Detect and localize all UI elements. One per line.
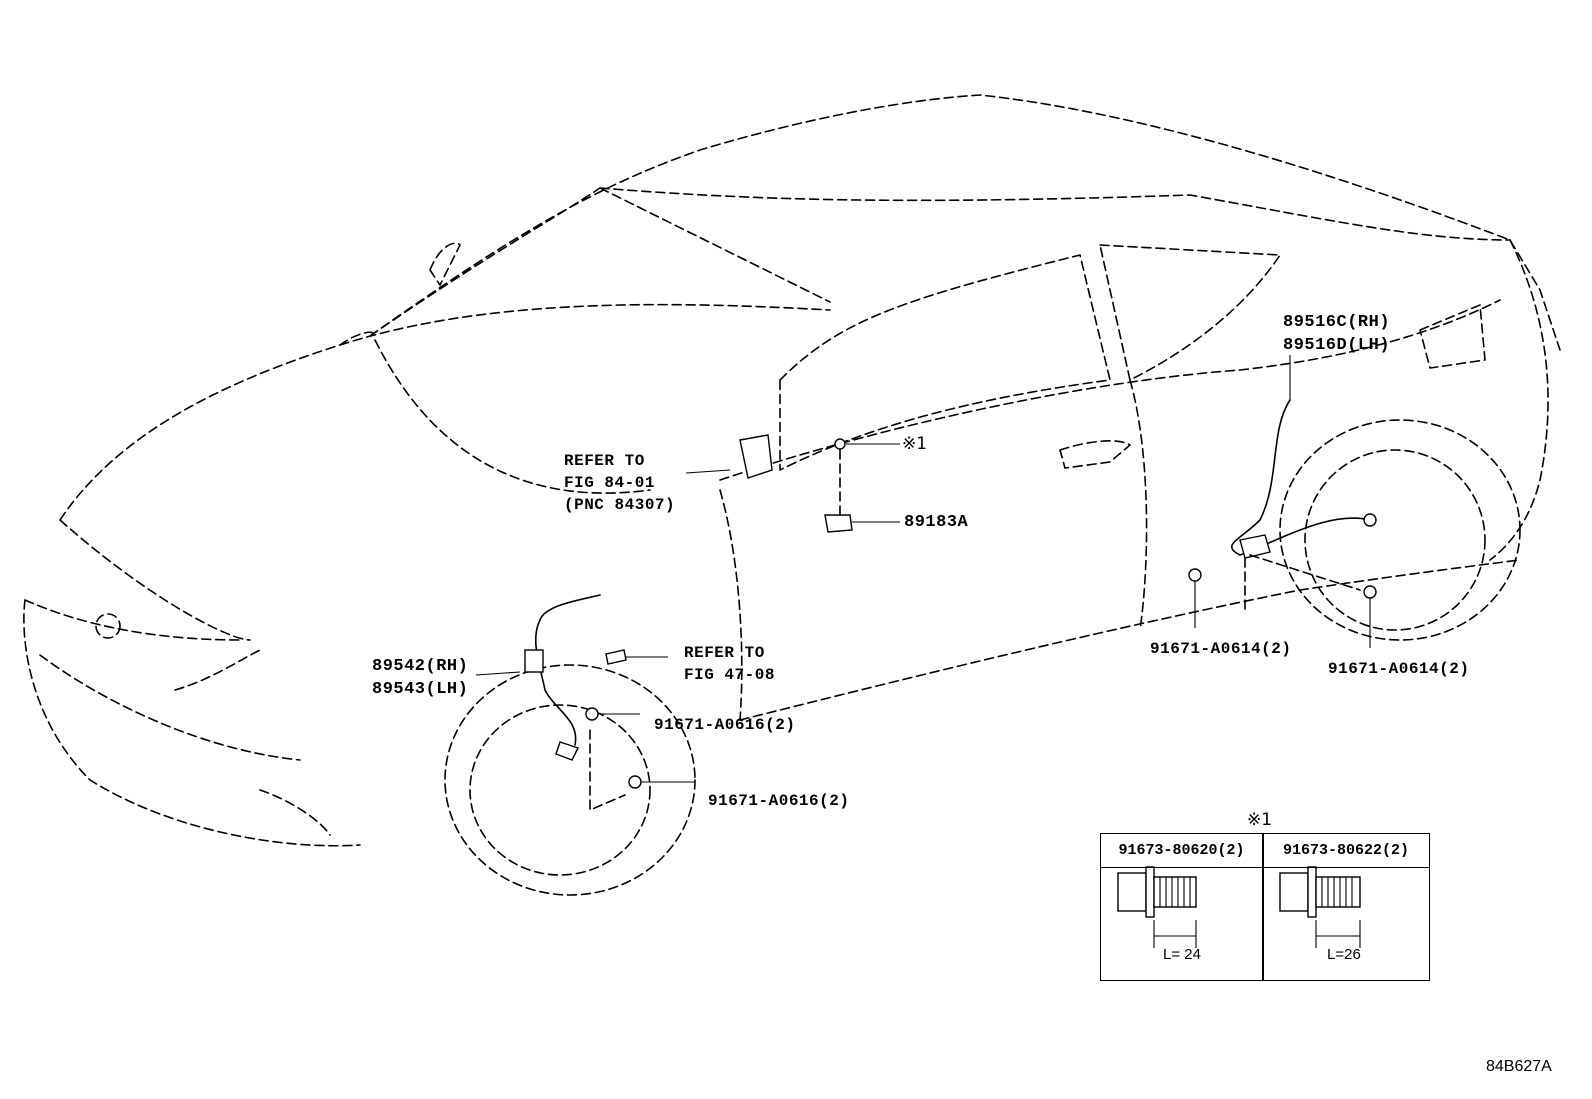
a-pillar [599, 187, 831, 303]
side-mirror [429, 242, 461, 286]
part-89543: 89543(LH) [372, 680, 469, 699]
part-91671-a0614-left: 91671-A0614(2) [1150, 640, 1292, 658]
windshield-top [369, 187, 601, 337]
part-91671-a0616-lower: 91671-A0616(2) [708, 792, 850, 810]
bolt-table: 91673-80620(2) 91673-80622(2) L= 24 L=26 [1100, 833, 1430, 981]
rear-bumper [1489, 239, 1549, 561]
bolt-length-80622: L=26 [1327, 946, 1361, 963]
bolt-drawing-80622 [1279, 866, 1361, 948]
part-91671-a0614-right: 91671-A0614(2) [1328, 660, 1470, 678]
front-sensor-body [524, 649, 544, 673]
bolt-table-header-80622: 91673-80622(2) [1263, 834, 1429, 868]
door-front-edge [719, 489, 743, 721]
hood-crease [374, 339, 651, 494]
roof-outline [369, 94, 1561, 351]
hood-line [59, 519, 251, 641]
front-sensor-wire [534, 594, 601, 746]
rear-bolt-guide [1249, 554, 1361, 591]
windshield-base [339, 303, 831, 346]
part-89516c: 89516C(RH) [1283, 313, 1391, 332]
front-bolt-guide [589, 729, 626, 811]
emblem-outline [95, 613, 121, 639]
front-bolt-upper [585, 707, 599, 721]
bolt-length-80620: L= 24 [1163, 946, 1201, 963]
leader-refer-84 [685, 469, 731, 474]
fog-light [259, 789, 331, 836]
leader-89542 [475, 671, 521, 676]
rear-bolt-left [1188, 568, 1202, 582]
roof-rear [599, 187, 1511, 241]
front-fascia [24, 599, 241, 641]
front-bolt-lower [628, 775, 642, 789]
rear-window [1099, 244, 1281, 381]
rocker-panel [739, 559, 1521, 721]
grille-lower [39, 654, 301, 761]
headlight [174, 649, 261, 691]
diagram-code: 84B627A [1486, 1058, 1552, 1075]
front-wheel [469, 704, 651, 876]
door-handle [1059, 440, 1131, 469]
refer-fig-84-line1: REFER TO [564, 452, 645, 470]
belt-line [719, 299, 1501, 481]
refer-fig-84-line3: (PNC 84307) [564, 496, 676, 514]
rear-bolt-right [1363, 585, 1377, 599]
door-rear-edge [1129, 379, 1148, 631]
rear-light [1419, 304, 1486, 369]
hood-front [59, 331, 374, 521]
note-mark-1: ※1 [902, 434, 928, 454]
refer-fig-47-line2: FIG 47-08 [684, 666, 775, 684]
rear-sensor-wire [1231, 399, 1371, 556]
rear-wheel [1304, 449, 1486, 631]
part-89542: 89542(RH) [372, 657, 469, 676]
part-91671-a0616-upper: 91671-A0616(2) [654, 716, 796, 734]
bracket-bolt [834, 438, 846, 450]
part-89183a: 89183A [904, 513, 969, 532]
bolt-table-header-80620: 91673-80620(2) [1101, 834, 1262, 868]
airbag-sensor-part [739, 434, 773, 479]
rear-sensor-body [1239, 534, 1271, 559]
rear-wheel-arch [1279, 419, 1521, 641]
front-door-window [779, 254, 1111, 471]
front-bumper [23, 599, 361, 847]
refer-fig-47-line1: REFER TO [684, 644, 765, 662]
front-wheel-arch [444, 664, 696, 896]
front-sensor-tip [555, 741, 579, 761]
bolt-table-divider [1262, 834, 1264, 980]
bracket-89183a [824, 514, 853, 533]
part-89516d: 89516D(LH) [1283, 336, 1391, 355]
bolt-drawing-80620 [1117, 866, 1197, 948]
bolt-table-mark: ※1 [1247, 810, 1273, 830]
rear-sensor-tip [1363, 513, 1377, 527]
front-clip [605, 649, 627, 665]
refer-fig-84-line2: FIG 84-01 [564, 474, 655, 492]
